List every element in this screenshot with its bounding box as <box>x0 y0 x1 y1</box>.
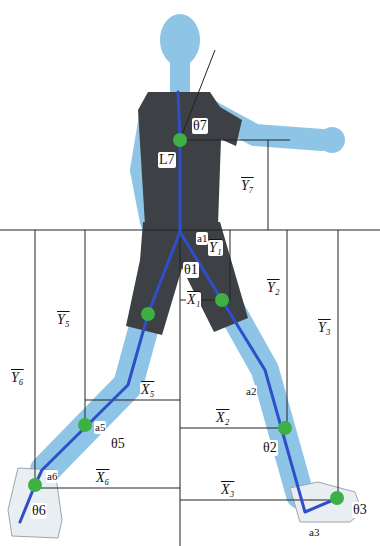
mass-dot <box>78 418 92 432</box>
dimension-line <box>35 230 36 485</box>
back-shoe <box>8 468 62 538</box>
dimension-label: X₅ <box>140 382 155 398</box>
dimension-label: a1 <box>196 232 208 245</box>
dimension-line <box>287 230 288 428</box>
dimension-line <box>85 230 86 425</box>
mass-dot <box>278 421 292 435</box>
dimension-label: a5 <box>94 421 106 434</box>
dimension-line <box>268 140 269 230</box>
mass-dot <box>28 478 42 492</box>
dimension-label: X₂ <box>215 410 230 426</box>
dimension-label: L7 <box>158 152 176 168</box>
mass-dot <box>215 293 229 307</box>
dimension-line <box>180 500 330 501</box>
dimension-label: θ2 <box>262 440 278 456</box>
dimension-label: a6 <box>46 470 58 483</box>
back-leg-segments <box>20 232 180 522</box>
reference-line <box>180 50 215 140</box>
shorts <box>126 222 248 335</box>
trunk-segment <box>178 92 180 232</box>
dimension-label: θ3 <box>352 502 368 518</box>
dimension-label: Y₆ <box>10 370 25 386</box>
dimension-line <box>35 488 180 489</box>
dimension-label: θ6 <box>31 503 47 519</box>
dimension-line <box>85 400 180 401</box>
mass-dot <box>141 307 155 321</box>
dimension-label: θ1 <box>183 262 199 278</box>
head <box>160 14 200 66</box>
reference-line <box>180 232 181 546</box>
dimension-label: X₁ <box>186 292 201 308</box>
mass-dot <box>173 133 187 147</box>
dimension-label: X₃ <box>220 482 235 498</box>
reference-line <box>0 230 380 231</box>
dimension-line <box>180 428 287 429</box>
dimension-label: a3 <box>308 526 320 539</box>
dimension-label: Y₂ <box>266 280 281 296</box>
fist <box>319 127 345 153</box>
dimension-line <box>230 230 231 300</box>
dimension-label: a2 <box>245 385 257 398</box>
dimension-label: Y₅ <box>56 312 71 328</box>
dimension-label: θ5 <box>110 436 126 452</box>
dimension-label: X₆ <box>95 470 110 486</box>
dimension-label: θ7 <box>192 118 208 134</box>
mass-dot <box>330 491 344 505</box>
reference-line <box>180 140 290 141</box>
dimension-label: Y₁ <box>208 240 223 256</box>
front-leg-segments <box>180 232 338 512</box>
dimension-line <box>338 230 339 498</box>
dimension-label: Y₃ <box>317 320 332 336</box>
dimension-label: Y₇ <box>240 178 255 194</box>
